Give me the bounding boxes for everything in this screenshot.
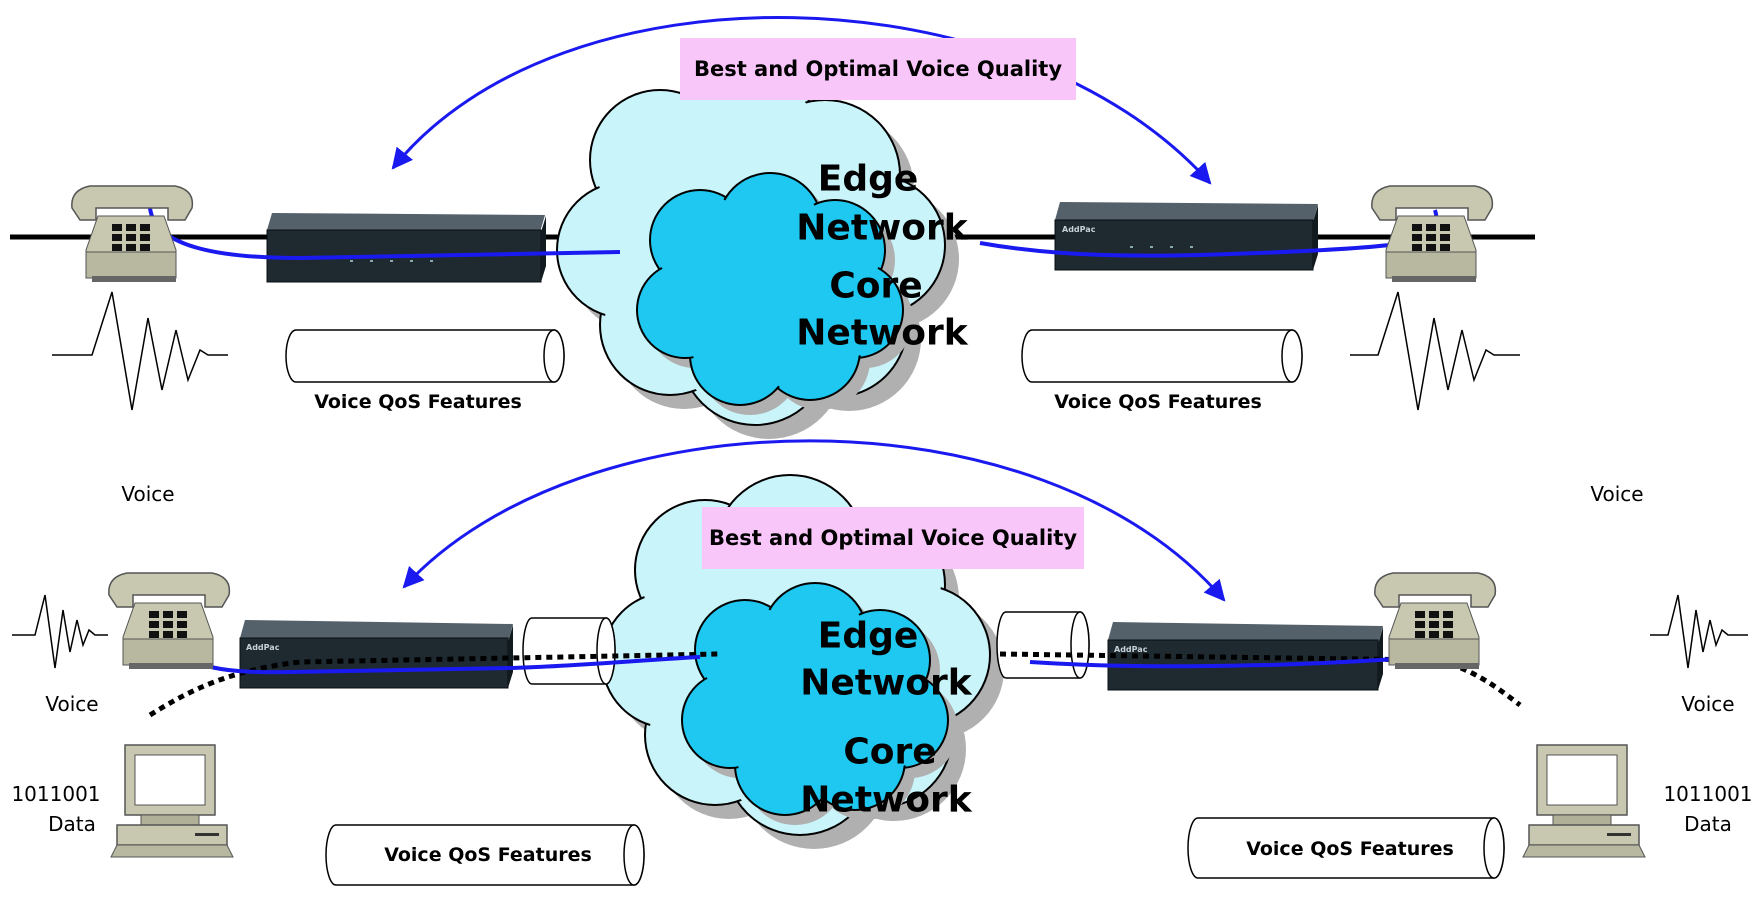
bottom-cloud-network-label: Network [800, 662, 972, 704]
top-cloud-network-label: Network [796, 207, 968, 249]
top-right-voice-label: Voice [1590, 482, 1644, 506]
top-right-waveform [1350, 291, 1520, 411]
bottom-left-data-label: Data [48, 812, 96, 836]
bottom-left-computer [110, 744, 234, 858]
bottom-data-path-left [148, 651, 721, 718]
bottom-core-label: Core [843, 731, 937, 773]
bottom-left-router-brand: AddPac [246, 643, 280, 652]
bottom-left-router: AddPac [239, 620, 513, 689]
bottom-left-qos-tube [325, 824, 645, 886]
bottom-right-qos-tube [1187, 817, 1505, 879]
top-cloud-edge-label: Edge [817, 158, 919, 200]
top-left-phone [71, 185, 194, 283]
top-left-voice-label: Voice [121, 482, 175, 506]
top-right-router-brand: AddPac [1062, 225, 1096, 234]
bottom-right-phone [1374, 572, 1497, 670]
bottom-left-small-tube [522, 617, 616, 685]
top-quality-arrow [391, 16, 1212, 185]
top-right-router: AddPac [1054, 202, 1318, 271]
top-right-phone [1371, 185, 1494, 283]
top-right-qos-label: Voice QoS Features [1054, 391, 1262, 413]
bottom-left-qos-label: Voice QoS Features [384, 844, 592, 866]
bottom-left-phone [108, 572, 231, 670]
top-left-qos-label: Voice QoS Features [314, 391, 522, 413]
bottom-quality-arrow [402, 439, 1226, 602]
bottom-cloud-edge-label: Edge [817, 615, 919, 657]
bottom-right-voice-label: Voice [1681, 692, 1735, 716]
top-left-router [266, 213, 546, 283]
bottom-right-router-brand: AddPac [1114, 645, 1148, 654]
bottom-left-voice-label: Voice [45, 692, 99, 716]
top-left-qos-tube [285, 329, 565, 383]
bottom-right-data-label: Data [1684, 812, 1732, 836]
bottom-quality-banner: Best and Optimal Voice Quality [702, 507, 1084, 569]
bottom-left-data-number: 1011001 [11, 782, 101, 806]
bottom-core-network-label: Network [800, 779, 972, 821]
bottom-left-waveform [12, 594, 108, 669]
bottom-right-small-tube [996, 611, 1090, 679]
top-core-network-label: Network [796, 312, 968, 354]
top-right-qos-tube [1021, 329, 1303, 383]
top-core-label: Core [829, 265, 923, 307]
bottom-right-data-number: 1011001 [1663, 782, 1753, 806]
top-left-waveform [52, 291, 228, 411]
bottom-right-computer [1522, 744, 1646, 858]
bottom-right-waveform [1650, 594, 1748, 669]
top-quality-banner: Best and Optimal Voice Quality [680, 38, 1076, 100]
bottom-right-qos-label: Voice QoS Features [1246, 838, 1454, 860]
